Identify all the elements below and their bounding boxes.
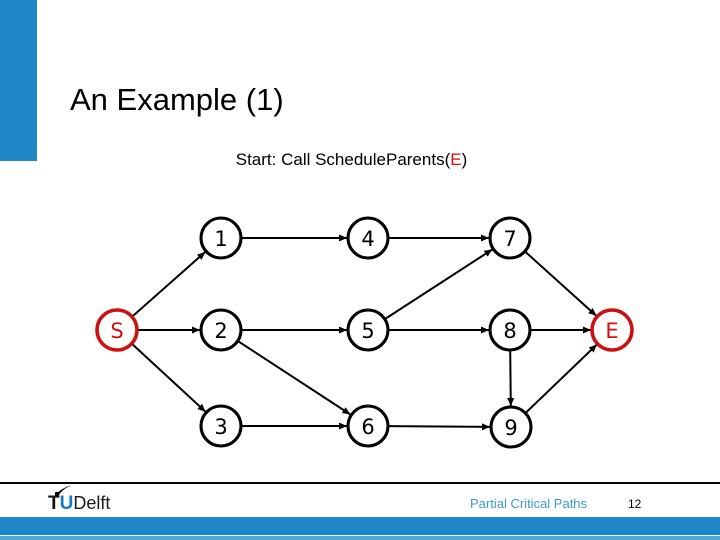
subtitle-highlight: E [450,150,462,169]
bottom-bar [0,517,720,535]
logo-word-delft: Delft [73,493,111,513]
node-circle-8 [488,308,532,352]
node-circle-5 [346,308,390,352]
accent-bar [0,0,37,161]
graph-edge-S-1 [131,251,206,318]
node-label-3: 3 [214,415,227,439]
graph-node-5: 5 [346,308,390,352]
flame-icon [55,485,72,496]
tu-delft-logo: TUDelft [46,484,136,516]
dependency-graph: S 1 2 3 4 5 6 7 8 9 E [95,216,634,449]
node-label-4: 4 [361,227,374,251]
slide-title: An Example (1) [70,82,284,117]
node-label-6: 6 [361,415,374,439]
footer-caption: Partial Critical Paths [470,496,588,511]
logo-letter-u: U [59,493,74,514]
node-circle-6 [346,404,390,448]
node-label-7: 7 [503,227,516,251]
page-number: 12 [628,497,642,511]
graph-node-7: 7 [488,216,532,260]
node-circle-S [95,308,139,352]
graph-node-2: 2 [199,308,243,352]
graph-edge-5-7 [384,248,493,320]
node-circle-9 [489,405,533,449]
graph-edge-6-9 [387,423,491,431]
node-label-1: 1 [214,227,227,251]
graph-node-1: 1 [199,216,243,260]
graph-edge-7-E [524,250,598,317]
node-circle-E [590,308,634,352]
bottom-strip [0,536,720,540]
graph-edge-2-6 [237,340,351,416]
node-label-8: 8 [503,319,516,343]
node-label-E: E [605,319,618,343]
graph-node-4: 4 [346,216,390,260]
logo-letters: TUDelft [48,493,110,515]
node-label-S: S [110,319,123,343]
footer-divider [0,482,720,484]
graph-node-6: 6 [346,404,390,448]
graph-edge-9-E [524,343,598,414]
node-label-9: 9 [504,416,517,440]
graph-edge-S-3 [131,342,207,413]
node-circle-3 [199,404,243,448]
graph-node-9: 9 [489,405,533,449]
graph-node-8: 8 [488,308,532,352]
slide-subtitle: Start: Call ScheduleParents(E) [0,150,703,170]
node-circle-2 [199,308,243,352]
node-circle-7 [488,216,532,260]
logo-letter-t: T [48,493,60,514]
node-circle-4 [346,216,390,260]
node-circle-1 [199,216,243,260]
subtitle-text: Start: Call ScheduleParents( [235,150,451,169]
graph-edge-8-9 [507,349,515,407]
graph-node-S: S [95,308,139,352]
node-label-5: 5 [361,319,374,343]
subtitle-suffix: ) [461,150,468,169]
node-label-2: 2 [214,319,227,343]
graph-node-E: E [590,308,634,352]
graph-node-3: 3 [199,404,243,448]
